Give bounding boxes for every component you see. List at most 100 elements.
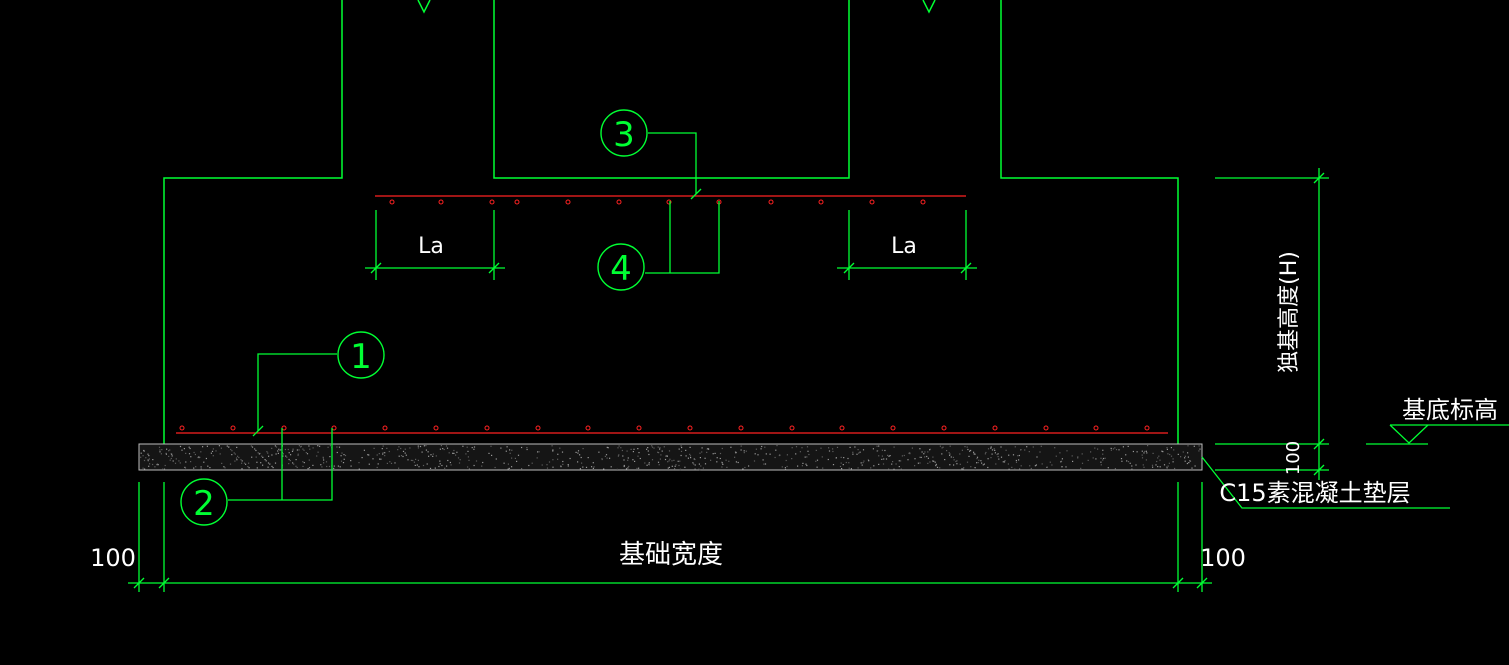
bedding-speckle (700, 465, 702, 467)
bedding-speckle (893, 468, 895, 470)
bedding-speckle (1104, 457, 1106, 459)
bedding-speckle (968, 455, 970, 457)
top-rebar (375, 195, 966, 205)
bedding-speckle (674, 468, 676, 470)
bedding-speckle (644, 462, 646, 464)
callout-bubble-3: 3 (600, 109, 648, 157)
bedding-speckle (856, 453, 858, 455)
bedding-speckle (425, 445, 427, 447)
bedding-speckle (795, 453, 797, 455)
bedding-speckle (256, 467, 258, 469)
bedding-speckle (287, 448, 289, 451)
bedding-speckle (994, 449, 996, 451)
bedding-speckle (1125, 454, 1127, 456)
bedding-speckle (801, 465, 803, 467)
leader-3 (648, 132, 697, 194)
bedding-speckle (494, 466, 496, 469)
bedding-speckle (255, 449, 257, 452)
bedding-speckle (307, 468, 309, 470)
bedding-speckle (987, 448, 990, 450)
bedding-speckle (760, 448, 762, 450)
bedding-speckle (799, 451, 801, 453)
bedding-speckle (193, 467, 195, 469)
foundation-outline (163, 0, 1179, 444)
bedding-speckle (1077, 457, 1079, 459)
bedding-speckle (430, 454, 432, 456)
bedding-speckle (1090, 451, 1092, 453)
bedding-speckle (179, 462, 181, 464)
bedding-speckle (997, 456, 999, 458)
bedding-speckle (966, 461, 969, 463)
bedding-speckle (500, 447, 502, 449)
bedding-speckle (377, 463, 379, 465)
bedding-speckle (673, 459, 675, 461)
bedding-speckle (316, 455, 318, 457)
bedding-speckle (1145, 450, 1147, 452)
bedding-speckle (698, 468, 700, 470)
bedding-speckle (1159, 466, 1161, 468)
bedding-speckle (881, 455, 883, 457)
bedding-speckle (288, 458, 290, 461)
bedding-speckle (638, 452, 640, 454)
bedding-speckle (993, 448, 995, 450)
bedding-speckle (402, 450, 405, 452)
bedding-speckle (475, 460, 478, 462)
bedding-speckle (336, 446, 338, 448)
bedding-speckle (1055, 455, 1057, 457)
bedding-speckle (775, 449, 777, 451)
bedding-speckle (567, 464, 569, 466)
bedding-speckle (1131, 468, 1133, 470)
bedding-speckle (701, 451, 703, 453)
bedding-speckle (946, 450, 948, 452)
bedding-speckle (206, 445, 208, 447)
bedding-speckle (382, 452, 384, 454)
bedding-speckle (410, 459, 412, 461)
bedding-speckle (157, 464, 159, 466)
bedding-speckle (740, 445, 742, 447)
bedding-speckle (1065, 466, 1067, 468)
bedding-speckle (840, 462, 842, 464)
bedding-speckle (400, 455, 403, 457)
bedding-speckle (919, 462, 921, 464)
bedding-speckle (506, 446, 508, 448)
bedding-speckle (919, 448, 921, 450)
bedding-speckle (417, 459, 419, 461)
bedding-speckle (552, 459, 554, 461)
bedding-speckle (166, 448, 168, 450)
bedding-speckle (636, 467, 638, 469)
bedding-speckle (1014, 468, 1016, 470)
bedding-speckle (300, 446, 302, 448)
bedding-speckle (692, 462, 694, 464)
bedding-speckle (247, 466, 249, 468)
bedding-speckle (333, 467, 335, 469)
bedding-speckle (308, 459, 310, 461)
bedding-speckle (234, 453, 236, 455)
bedding-speckle (981, 462, 983, 464)
bedding-speckle (468, 468, 470, 470)
bedding-speckle (1066, 450, 1068, 452)
bedding-speckle (1077, 456, 1079, 458)
bedding-speckle (881, 458, 883, 460)
bedding-speckle (623, 459, 625, 461)
bedding-speckle (577, 452, 579, 454)
bedding-speckle (509, 449, 511, 451)
bedding-speckle (223, 466, 225, 468)
bedding-speckle (322, 456, 324, 458)
bedding-speckle (444, 467, 446, 469)
bedding-speckle (805, 463, 807, 465)
bedding-speckle (630, 448, 632, 450)
bedding-speckle (843, 457, 845, 459)
bedding-speckle (791, 447, 793, 449)
bedding-speckle (976, 462, 978, 464)
bedding-speckle (671, 460, 673, 462)
bedding-speckle (694, 468, 696, 470)
bedding-speckle (248, 462, 250, 464)
bedding-speckle (941, 453, 943, 455)
bedding-speckle (923, 453, 925, 455)
bedding-speckle (271, 465, 273, 467)
bedding-speckle (432, 455, 434, 457)
bedding-speckle (858, 452, 860, 454)
bedding-speckle (845, 461, 847, 464)
bedding-speckle (381, 448, 383, 450)
bedding-speckle (616, 468, 618, 470)
